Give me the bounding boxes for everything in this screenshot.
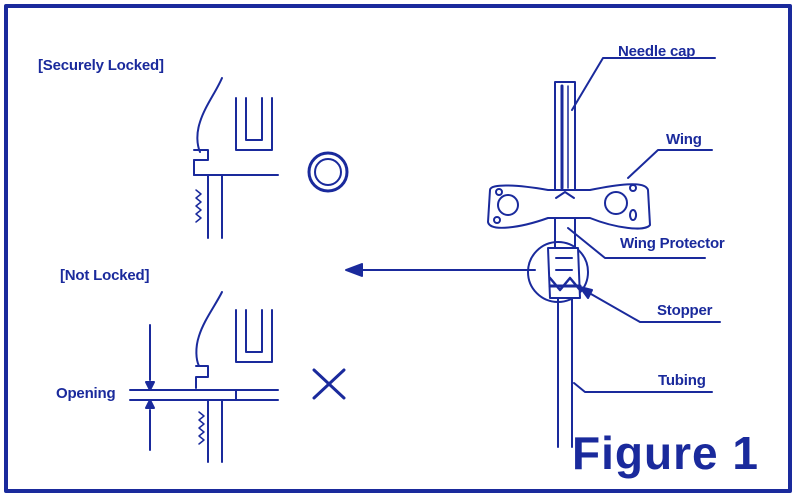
pointer-arrow-head (345, 263, 363, 277)
not-locked-label: [Not Locked] (60, 267, 150, 284)
wing-protector-label: Wing Protector (620, 235, 725, 252)
securely-locked-detail (193, 77, 279, 239)
tubing-label: Tubing (658, 372, 706, 389)
leader-tubing (573, 382, 713, 393)
leader-needle-cap (571, 57, 716, 111)
leader-stopper (583, 289, 721, 323)
leader-stopper-arrow (579, 286, 593, 299)
needle-cap-label: Needle cap (618, 43, 696, 60)
stopper-label: Stopper (657, 302, 713, 319)
securely-locked-label: [Securely Locked] (38, 57, 164, 74)
circle-mark-inner (314, 158, 342, 186)
cross-mark (312, 368, 346, 400)
not-locked-detail (129, 291, 279, 463)
circle-mark (307, 151, 349, 193)
opening-label: Opening (56, 385, 116, 402)
device (487, 81, 651, 448)
figure-title: Figure 1 (572, 427, 759, 479)
wing-label: Wing (666, 131, 702, 148)
leader-wing-protector (567, 227, 706, 259)
leader-wing (627, 149, 713, 179)
outer-border (4, 4, 792, 493)
